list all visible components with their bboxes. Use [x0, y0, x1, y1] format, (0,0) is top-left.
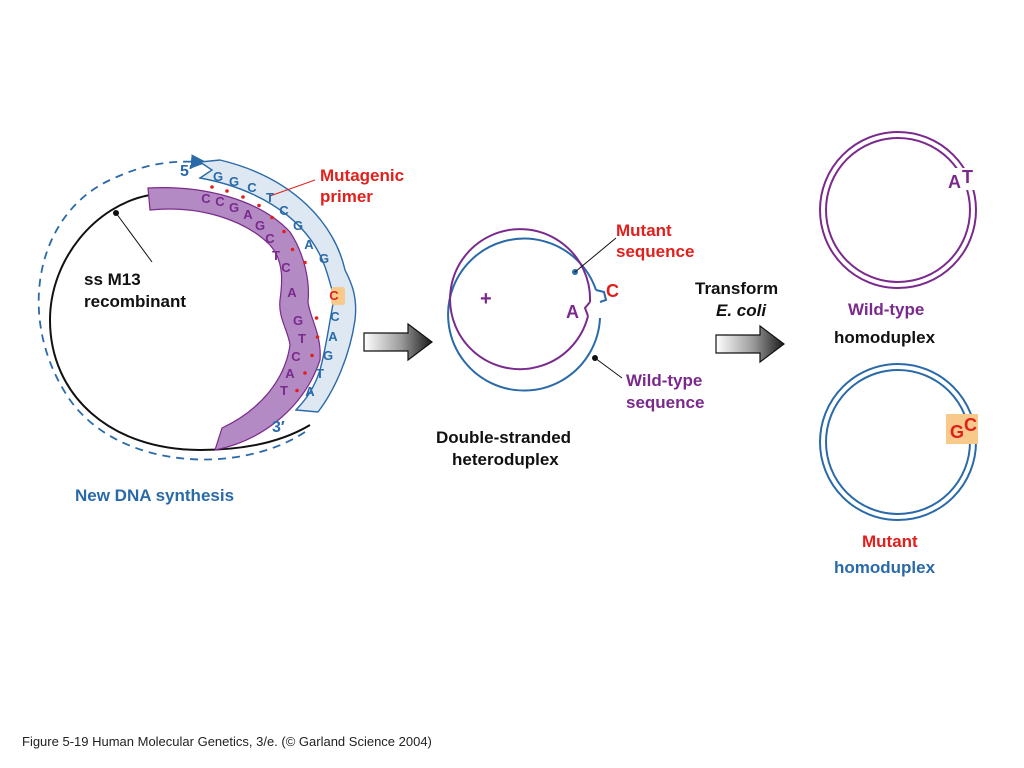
mismatch-highlight: [331, 287, 345, 305]
template-base-13: A: [285, 366, 295, 381]
pair-dot-1: [210, 185, 214, 189]
pair-dot-10: [314, 316, 319, 320]
template-base-10: G: [293, 313, 303, 328]
plus-label: +: [480, 288, 492, 310]
wildtype-outer-circle: [819, 131, 977, 289]
pair-dot-8: [303, 260, 307, 265]
process-arrow-2: [715, 324, 785, 364]
wildtype-inner-circle: [825, 137, 971, 283]
mutant-base-g: G: [950, 422, 964, 442]
primer-base-7: A: [304, 237, 314, 252]
template-base-3: G: [229, 200, 239, 215]
figure-citation: Figure 5-19 Human Molecular Genetics, 3/…: [22, 734, 432, 749]
mutant-sequence-label-1: Mutant: [616, 221, 672, 240]
template-base-5: G: [255, 218, 265, 233]
transform-label-1: Transform: [695, 279, 778, 298]
pair-dot-12: [310, 353, 314, 358]
pair-dot-6: [282, 229, 286, 234]
wildtype-base-t: T: [962, 167, 973, 187]
wildtype-label-2: homoduplex: [834, 328, 936, 347]
process-arrow-1: [363, 322, 433, 362]
wild-sequence-label-1: Wild-type: [626, 371, 702, 390]
template-base-1: C: [201, 191, 211, 206]
template-base-4: A: [243, 207, 253, 222]
wildtype-bases-bg: [946, 168, 978, 190]
primer-base-10: C: [330, 309, 340, 324]
template-base-12: C: [291, 349, 301, 364]
wild-bulge: [583, 301, 591, 317]
ss-m13-label-2: recombinant: [84, 292, 186, 311]
transform-label-2: E. coli: [716, 301, 767, 320]
primer-base-4: T: [266, 190, 274, 205]
pair-dot-5: [270, 215, 274, 220]
primer-base-1: G: [213, 169, 223, 184]
heteroduplex-inner-strand: [449, 228, 592, 371]
pair-dot-3: [241, 195, 245, 199]
pair-dot-14: [295, 388, 299, 393]
template-base-2: C: [215, 194, 225, 209]
template-base-9: A: [287, 285, 297, 300]
mutant-base-c: C: [964, 415, 977, 435]
three-prime-label: 3′: [272, 419, 285, 436]
pair-dot-4: [257, 203, 261, 208]
primer-base-6: G: [293, 218, 303, 233]
right-panel: A T Wild-type homoduplex G C Mutant homo…: [819, 131, 978, 577]
template-base-11: T: [298, 331, 306, 346]
template-leader-line: [115, 212, 153, 263]
mutant-sequence-label-2: sequence: [616, 242, 694, 261]
mutant-label-2: homoduplex: [834, 558, 936, 577]
pair-dot-7: [290, 247, 295, 252]
middle-panel: + A C Mutant sequence Wild-type sequence…: [436, 221, 704, 469]
primer-base-9: C: [329, 288, 339, 303]
primer-base-2: G: [229, 174, 239, 189]
mutant-bulge: [595, 289, 608, 303]
heteroduplex-caption-1: Double-stranded: [436, 428, 571, 447]
primer-base-8: G: [319, 251, 329, 266]
primer-leader-line: [269, 179, 316, 197]
template-base-8: C: [281, 260, 291, 275]
template-base-6: C: [265, 231, 275, 246]
primer-base-12: G: [323, 348, 333, 363]
template-ribbon: [147, 187, 321, 451]
ss-m13-label-1: ss M13: [84, 270, 141, 289]
pair-dot-11: [315, 335, 320, 339]
primer-ribbon: [197, 159, 357, 413]
base-pair-dots: [210, 185, 320, 393]
pair-dot-13: [303, 371, 307, 375]
m13-template-circle: [48, 194, 311, 452]
heteroduplex-caption-2: heteroduplex: [452, 450, 559, 469]
mutagenic-primer-label-2: primer: [320, 187, 373, 206]
primer-base-14: A: [305, 384, 315, 399]
mutagenic-primer-label-1: Mutagenic: [320, 166, 404, 185]
five-prime-label: 5′: [180, 163, 193, 180]
template-base-14: T: [280, 383, 288, 398]
mutant-base-label: C: [606, 281, 619, 301]
primer-base-13: T: [316, 366, 324, 381]
template-base-7: T: [272, 248, 280, 263]
wild-sequence-label-2: sequence: [626, 393, 704, 412]
primer-base-5: C: [279, 203, 289, 218]
mutant-label-1: Mutant: [862, 532, 918, 551]
wild-base-label: A: [566, 302, 579, 322]
wildtype-base-a: A: [948, 172, 961, 192]
mutant-leader-line: [574, 237, 617, 273]
mutant-bases-highlight: [946, 414, 978, 444]
heteroduplex-outer-strand: [447, 237, 601, 392]
wildtype-label-1: Wild-type: [848, 300, 924, 319]
new-synthesis-dashed-arc: [37, 154, 306, 461]
primer-base-3: C: [247, 180, 257, 195]
wild-leader-line: [594, 357, 623, 379]
new-dna-synthesis-label: New DNA synthesis: [75, 486, 234, 505]
primer-base-11: A: [328, 329, 338, 344]
pair-dot-2: [225, 189, 229, 193]
